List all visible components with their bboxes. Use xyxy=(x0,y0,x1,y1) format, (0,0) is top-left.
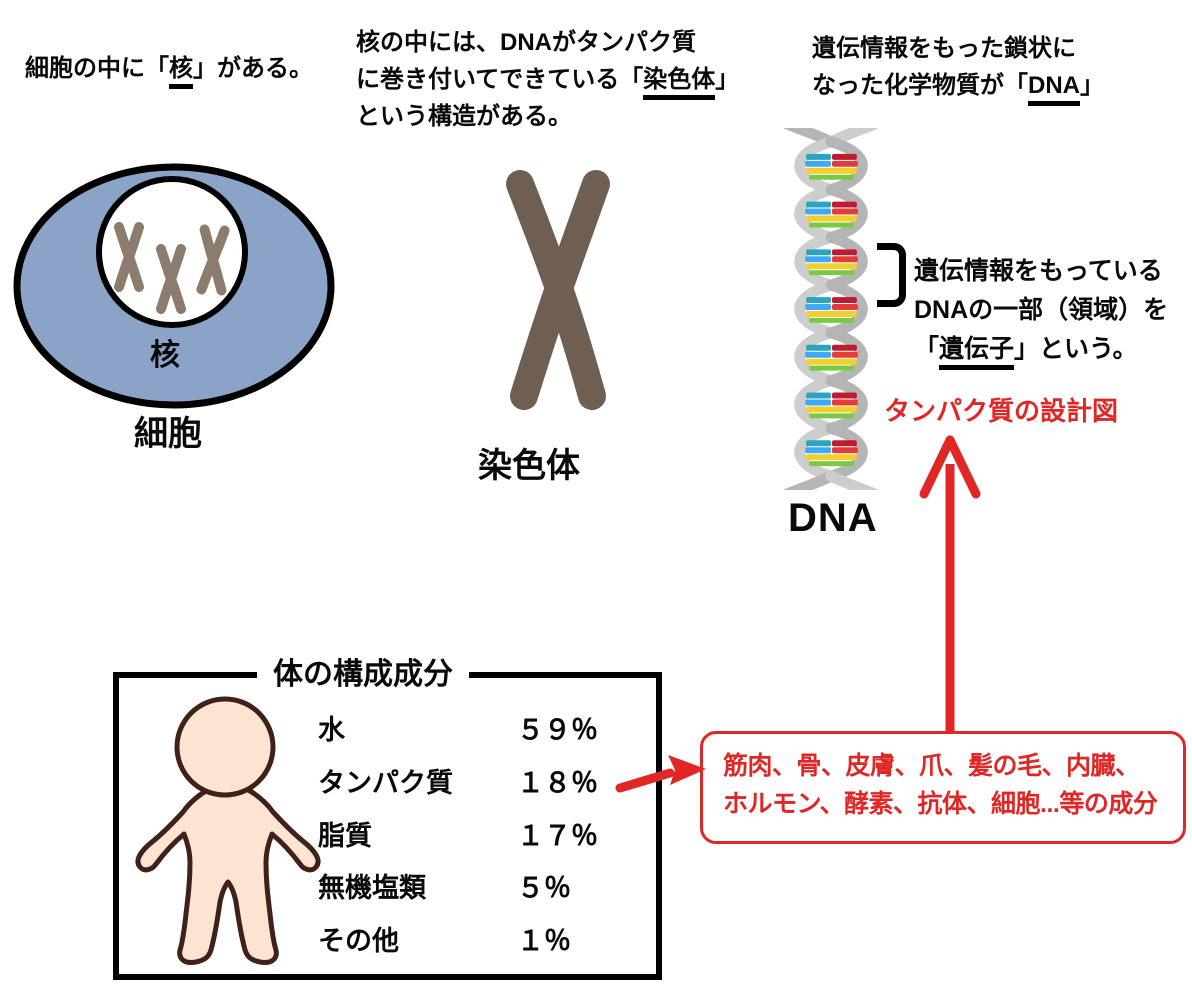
caption-dna-line2-post: 」 xyxy=(1080,72,1104,99)
caption-dna: 遺伝情報をもった鎖状に なった化学物質が「DNA」 xyxy=(812,30,1104,106)
dna-label: DNA xyxy=(788,496,878,540)
gene-note-line3: 「遺伝子」という。 xyxy=(914,330,1168,370)
caption-chromosome-line1: 核の中には、DNAがタンパク質 xyxy=(356,29,696,56)
caption-dna-term: DNA xyxy=(1028,72,1080,106)
body-composition-title: 体の構成成分 xyxy=(257,649,469,693)
caption-dna-line1: 遺伝情報をもった鎖状に xyxy=(812,35,1076,62)
row-label: 水 xyxy=(318,715,345,745)
row-label: その他 xyxy=(318,926,399,956)
protein-blueprint-note: タンパク質の設計図 xyxy=(884,396,1119,426)
protein-examples-box: 筋肉、骨、皮膚、爪、髪の毛、内臓、 ホルモン、酵素、抗体、細胞...等の成分 xyxy=(700,731,1186,844)
caption-chromosome: 核の中には、DNAがタンパク質 に巻き付いてできている「染色体」 という構造があ… xyxy=(356,24,739,135)
nucleus-circle xyxy=(96,176,248,328)
gene-note-line3-post: 」という。 xyxy=(1014,335,1138,363)
gene-note: 遺伝情報をもっている DNAの一部（領域）を 「遺伝子」という。 xyxy=(914,252,1169,370)
caption-cell: 細胞の中に「核」がある。 xyxy=(25,50,313,89)
row-value: １８％ xyxy=(517,768,598,798)
chromatid xyxy=(510,170,610,410)
dna-helix-figure xyxy=(783,128,879,490)
person-body xyxy=(135,780,321,965)
protein-examples-line2: ホルモン、酵素、抗体、細胞...等の成分 xyxy=(723,790,1158,818)
caption-chromosome-line2-pre: に巻き付いてできている「 xyxy=(356,66,644,93)
gene-note-line2: DNAの一部（領域）を xyxy=(914,296,1169,324)
chromosome-label: 染色体 xyxy=(478,447,580,485)
caption-cell-post: 」がある。 xyxy=(193,55,313,82)
nucleus-label: 核 xyxy=(150,339,180,372)
arrow-protein-to-examples xyxy=(615,755,706,793)
row-value: １％ xyxy=(517,926,571,956)
chromosome-figure xyxy=(506,170,610,410)
caption-dna-line2-pre: なった化学物質が「 xyxy=(812,72,1028,99)
row-value: ５％ xyxy=(517,873,571,903)
person-figure xyxy=(135,696,321,965)
gene-note-line3-pre: 「 xyxy=(914,335,940,363)
table-row: その他 １％ xyxy=(318,915,618,968)
row-label: タンパク質 xyxy=(318,768,453,798)
row-label: 脂質 xyxy=(318,821,372,851)
row-value: ５９％ xyxy=(517,715,598,745)
caption-cell-term: 核 xyxy=(169,55,193,89)
caption-chromosome-line2-post: 」 xyxy=(715,66,740,93)
caption-chromosome-line3: という構造がある。 xyxy=(356,103,572,130)
caption-cell-pre: 細胞の中に「 xyxy=(25,55,169,82)
table-row: 水 ５９％ xyxy=(318,704,618,757)
table-row: 脂質 １７％ xyxy=(318,810,618,863)
arrow-up-to-protein-note xyxy=(919,435,981,732)
caption-chromosome-line2: に巻き付いてできている「染色体」 xyxy=(356,61,740,100)
protein-examples-line1: 筋肉、骨、皮膚、爪、髪の毛、内臓、 xyxy=(723,752,1140,780)
person-head xyxy=(174,696,276,798)
gene-note-line1: 遺伝情報をもっている xyxy=(914,257,1163,285)
table-row: 無機塩類 ５％ xyxy=(318,862,618,915)
caption-chromosome-term: 染色体 xyxy=(643,66,716,100)
caption-dna-line2: なった化学物質が「DNA」 xyxy=(812,67,1104,106)
cell-figure xyxy=(13,163,335,409)
table-row: タンパク質 １８％ xyxy=(318,757,618,810)
gene-note-term: 遺伝子 xyxy=(939,335,1015,370)
row-value: １７％ xyxy=(517,821,598,851)
row-label: 無機塩類 xyxy=(318,873,426,903)
gene-region-bracket xyxy=(877,243,906,307)
cell-label: 細胞 xyxy=(134,415,202,453)
